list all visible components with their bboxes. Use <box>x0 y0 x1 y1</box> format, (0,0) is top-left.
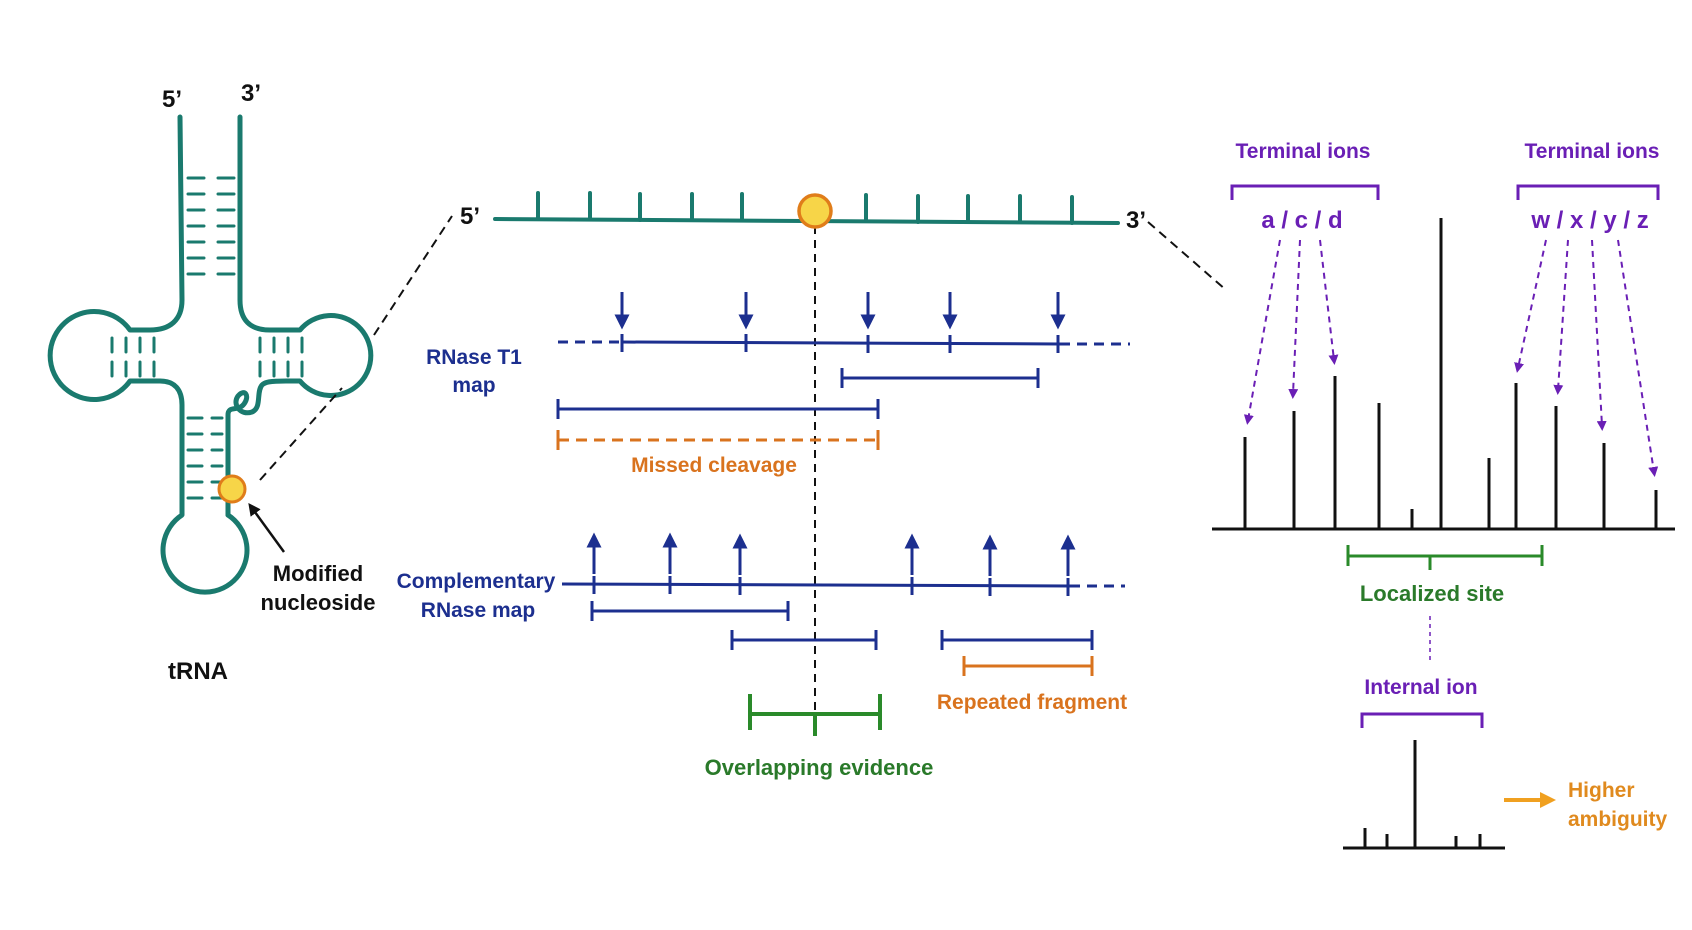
strand-five-prime-label: 5’ <box>460 203 480 230</box>
modified-label-line1: Modified <box>273 561 363 586</box>
terminal-left-bracket <box>1230 184 1380 200</box>
localized-site-bracket <box>1346 545 1544 570</box>
missed-cleavage-fragment <box>556 430 880 450</box>
trna-backbone-left <box>47 114 250 595</box>
strand-three-prime-label: 3’ <box>1126 207 1146 234</box>
terminal-right-bracket <box>1516 184 1660 200</box>
terminal-right-title: Terminal ions <box>1525 140 1660 163</box>
complementary-label-line1: Complementary <box>397 570 556 593</box>
repeated-fragment-label: Repeated fragment <box>937 691 1127 714</box>
trna-three-prime-label: 3’ <box>241 80 261 107</box>
zoom-line-right <box>1147 221 1227 291</box>
terminal-left-title: Terminal ions <box>1236 140 1371 163</box>
ambiguity-label-line1: Higher <box>1568 779 1635 802</box>
modified-nucleoside-pointer-arrow <box>248 502 286 553</box>
complementary-label-line2: RNase map <box>421 599 535 622</box>
terminal-ion-spectrum <box>1212 218 1675 531</box>
ion-assignment-arrows <box>1243 239 1659 477</box>
trna-modified-nucleoside-marker <box>217 474 247 504</box>
trna-five-prime-label: 5’ <box>162 86 182 113</box>
localized-site-label: Localized site <box>1360 581 1504 606</box>
trna-structure <box>47 114 374 595</box>
overlapping-evidence-label: Overlapping evidence <box>705 755 934 780</box>
terminal-right-ions: w / x / y / z <box>1530 207 1648 234</box>
complementary-map <box>561 532 1125 650</box>
zoom-line-top <box>373 215 453 336</box>
internal-ion-bracket <box>1360 712 1484 728</box>
ambiguity-label-line2: ambiguity <box>1568 808 1667 831</box>
internal-ion-label: Internal ion <box>1364 676 1477 699</box>
trna-backbone-right <box>225 114 374 518</box>
rnase-t1-label-line1: RNase T1 <box>426 346 522 369</box>
modified-label-line2: nucleoside <box>261 590 376 615</box>
zoom-line-bottom <box>259 387 343 481</box>
repeated-fragment-bar <box>962 656 1094 676</box>
rnase-t1-label-line2: map <box>452 374 495 397</box>
terminal-left-ions: a / c / d <box>1261 207 1342 234</box>
overlapping-evidence-bracket <box>748 694 882 736</box>
trna-base-pairs <box>110 176 304 500</box>
missed-cleavage-label: Missed cleavage <box>631 454 797 477</box>
trna-name-label: tRNA <box>168 658 228 685</box>
rnase-t1-map <box>556 292 1130 419</box>
strand-modification-marker <box>797 193 833 229</box>
internal-ion-spectrum <box>1343 740 1505 850</box>
